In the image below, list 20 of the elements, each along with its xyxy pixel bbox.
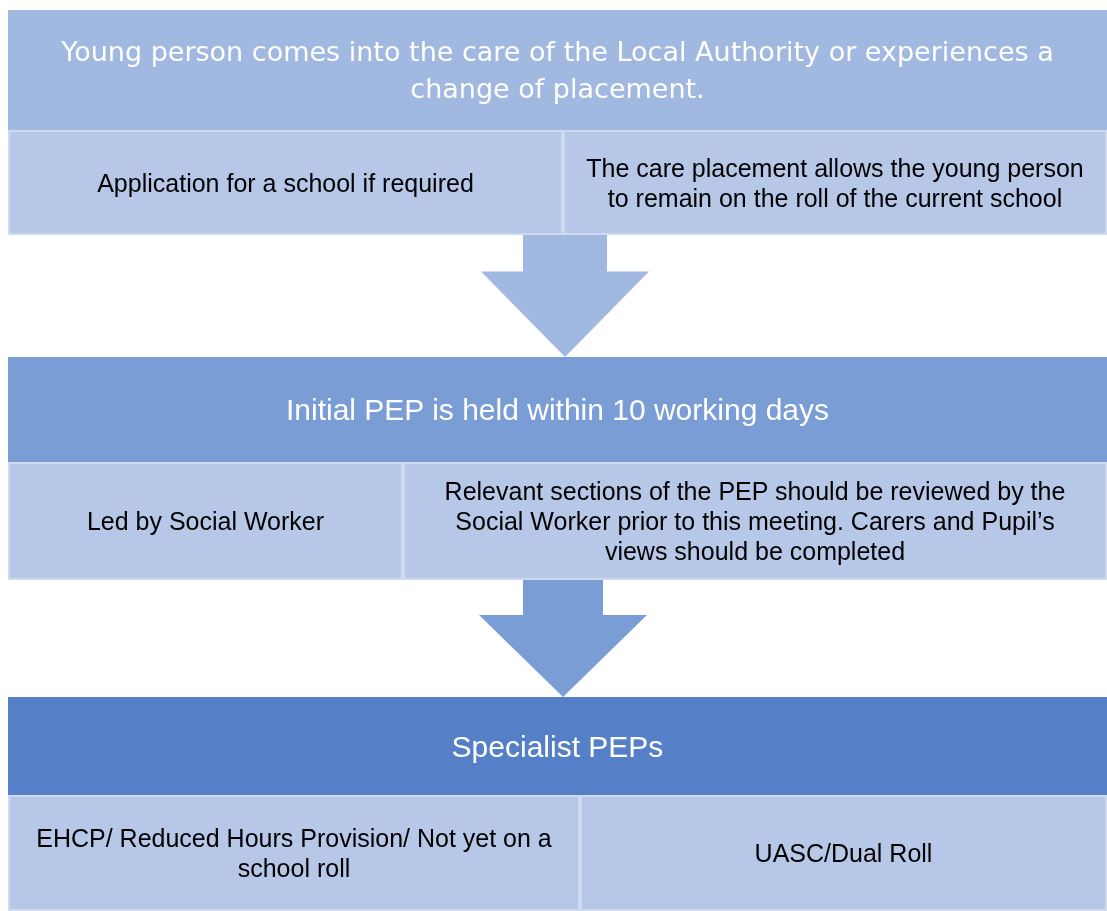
detail-box bbox=[563, 130, 1107, 235]
stage-heading: Young person comes into the care of the Local Authority or experiences a change of placement. bbox=[60, 35, 1055, 106]
block-arrow bbox=[481, 235, 649, 357]
detail-box bbox=[8, 795, 580, 911]
detail-text: Relevant sections of the PEP should be reviewed by the Social Worker prior to this meeting. Carers and Pupil’s views should be completed bbox=[443, 476, 1067, 566]
detail-box bbox=[8, 462, 403, 580]
detail-text: Led by Social Worker bbox=[86, 506, 325, 536]
detail-text: Application for a school if required bbox=[97, 167, 474, 198]
stage-band bbox=[8, 697, 1107, 911]
detail-box bbox=[580, 795, 1107, 911]
stage-band bbox=[8, 10, 1107, 235]
detail-text: UASC/Dual Roll bbox=[754, 838, 933, 868]
stage-band bbox=[8, 357, 1107, 580]
detail-box bbox=[403, 462, 1107, 580]
block-arrow bbox=[479, 580, 647, 697]
detail-text: The care placement allows the young person to remain on the roll of the current school bbox=[585, 152, 1085, 213]
detail-text: EHCP/ Reduced Hours Provision/ Not yet on a school roll bbox=[35, 823, 553, 883]
stage-heading: Specialist PEPs bbox=[451, 728, 664, 765]
detail-box bbox=[8, 130, 563, 235]
stage-heading: Initial PEP is held within 10 working days bbox=[285, 392, 830, 428]
